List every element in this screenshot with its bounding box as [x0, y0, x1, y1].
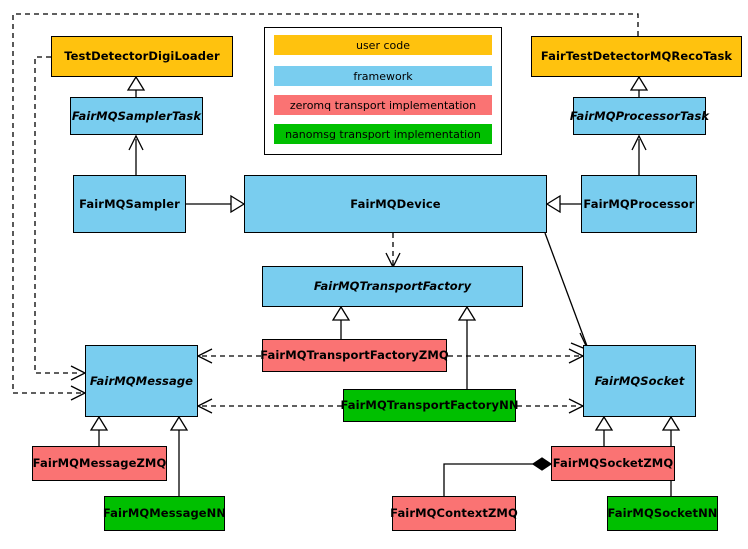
class-node-fair-mq-socket-zmq[interactable]: FairMQSocketZMQ [551, 446, 675, 481]
class-node-fair-mq-transport-factory-zmq[interactable]: FairMQTransportFactoryZMQ [260, 339, 449, 372]
class-node-fair-mq-sampler[interactable]: FairMQSampler [73, 175, 186, 233]
edge-sampler-to-device [186, 194, 246, 214]
class-label: FairMQProcessorTask [569, 108, 710, 123]
edge-samplertask-to-digiloader [126, 75, 146, 97]
class-node-fair-mq-message-nn[interactable]: FairMQMessageNN [102, 496, 227, 531]
edge-tfnn-to-socket [517, 398, 585, 414]
class-node-fair-mq-processor-task[interactable]: FairMQProcessorTask [569, 97, 710, 135]
edge-tfzmq-to-message [196, 348, 261, 364]
edge-tfzmq-to-socket [448, 348, 585, 364]
class-node-fair-mq-processor[interactable]: FairMQProcessor [581, 175, 697, 233]
class-label: FairMQSocketZMQ [552, 456, 674, 471]
class-label: FairMQProcessor [583, 196, 695, 211]
legend-label-zeromq: zeromq transport implementation [289, 98, 477, 112]
edge-tfnn-to-message [196, 398, 342, 414]
edge-processor-to-device [545, 194, 581, 214]
class-node-test-detector-digi-loader[interactable]: TestDetectorDigiLoader [51, 36, 233, 77]
class-label: FairMQDevice [350, 196, 441, 211]
edge-processortask-to-recotask [629, 75, 649, 97]
class-node-fair-mq-device[interactable]: FairMQDevice [244, 175, 547, 233]
legend-item-framework: framework [274, 66, 492, 86]
class-label: FairMQTransportFactoryZMQ [260, 348, 449, 363]
legend-label-nanomsg: nanomsg transport implementation [285, 127, 481, 141]
class-node-fair-mq-message-zmq[interactable]: FairMQMessageZMQ [32, 446, 167, 481]
edge-device-to-socket [544, 232, 590, 352]
class-label: FairMQTransportFactoryNN [340, 398, 519, 413]
class-label: FairMQMessageNN [102, 506, 227, 521]
legend-item-zeromq: zeromq transport implementation [274, 95, 492, 115]
edge-tfnn-to-tf [457, 305, 477, 389]
class-node-fair-mq-message[interactable]: FairMQMessage [85, 345, 198, 417]
class-label: FairMQContextZMQ [390, 506, 518, 521]
edge-device-to-transportfactory [385, 233, 401, 269]
class-node-fair-test-detector-mq-reco-task[interactable]: FairTestDetectorMQRecoTask [531, 36, 742, 77]
class-node-fair-mq-socket-nn[interactable]: FairMQSocketNN [607, 496, 718, 531]
edge-tfzmq-to-tf [331, 305, 351, 339]
legend-item-user-code: user code [274, 35, 492, 55]
edge-processor-to-processortask [631, 134, 647, 175]
class-node-fair-mq-sampler-task[interactable]: FairMQSamplerTask [70, 97, 203, 135]
class-label: FairMQSocket [594, 373, 685, 388]
edge-messagezmq-to-message [89, 415, 109, 446]
edge-sampler-to-samplertask [128, 134, 144, 175]
class-label: FairMQSocketNN [607, 506, 718, 521]
legend-label-framework: framework [353, 69, 413, 83]
class-node-fair-mq-transport-factory[interactable]: FairMQTransportFactory [262, 266, 523, 307]
legend-label-user-code: user code [355, 38, 411, 52]
class-node-fair-mq-socket[interactable]: FairMQSocket [583, 345, 696, 417]
class-node-fair-mq-transport-factory-nn[interactable]: FairMQTransportFactoryNN [340, 389, 519, 422]
edge-messagenn-to-message [169, 415, 189, 496]
class-label: FairMQMessageZMQ [32, 456, 167, 471]
edge-contextzmq-to-socketzmq [443, 457, 553, 496]
class-label: FairMQTransportFactory [313, 279, 472, 294]
class-label: FairMQMessage [89, 373, 194, 388]
class-node-fair-mq-context-zmq[interactable]: FairMQContextZMQ [390, 496, 518, 531]
class-label: FairTestDetectorMQRecoTask [540, 49, 733, 64]
edge-socketzmq-to-socket [594, 415, 614, 446]
class-label: TestDetectorDigiLoader [64, 49, 220, 64]
legend-item-nanomsg: nanomsg transport implementation [274, 124, 492, 144]
class-label: FairMQSampler [79, 196, 180, 211]
class-label: FairMQSamplerTask [71, 108, 202, 123]
